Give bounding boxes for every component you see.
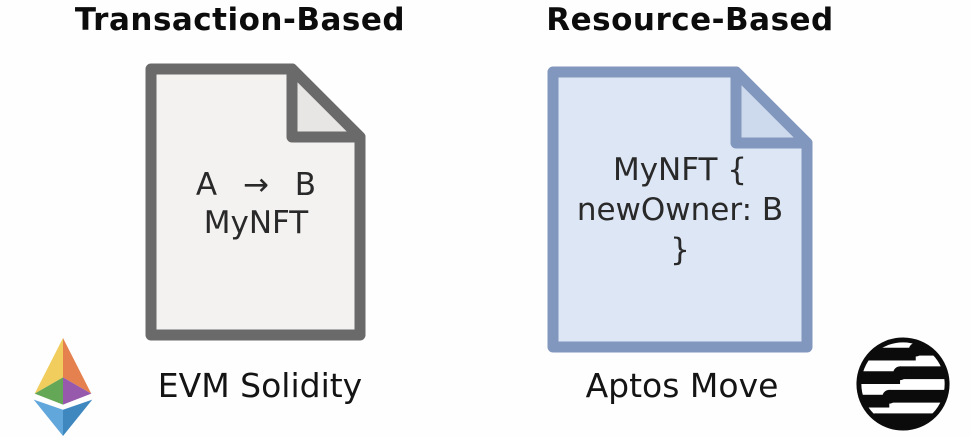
aptos-globe-stripes — [860, 342, 946, 427]
eth-facet-top-right — [62, 338, 92, 394]
resource-document-icon — [547, 66, 813, 353]
aptos-move-label: Aptos Move — [585, 366, 779, 405]
eth-facet-mid-left — [34, 377, 63, 405]
code-line-struct-close: } — [670, 232, 690, 268]
eth-facet-bottom-left — [33, 399, 63, 436]
resource-code-snippet: MyNFT { newOwner: B } — [540, 150, 820, 270]
code-line-owner-field: newOwner: B — [576, 192, 784, 228]
document-fold-corner — [730, 66, 813, 149]
ethereum-logo-icon — [33, 338, 93, 436]
eth-facet-bottom-right — [62, 399, 93, 436]
evm-solidity-label: EVM Solidity — [157, 366, 363, 405]
transaction-code-snippet: A → B MyNFT — [146, 166, 366, 242]
left-panel-title: Transaction-Based — [74, 2, 406, 38]
right-panel-title: Resource-Based — [546, 2, 834, 38]
code-line-asset: MyNFT — [203, 205, 309, 241]
transaction-document-icon — [145, 63, 366, 341]
code-line-transfer: A → B — [195, 167, 317, 203]
eth-facet-mid-right — [62, 377, 92, 405]
document-fold-corner — [286, 63, 366, 143]
code-line-struct-open: MyNFT { — [612, 152, 748, 188]
aptos-logo-icon — [856, 337, 950, 431]
